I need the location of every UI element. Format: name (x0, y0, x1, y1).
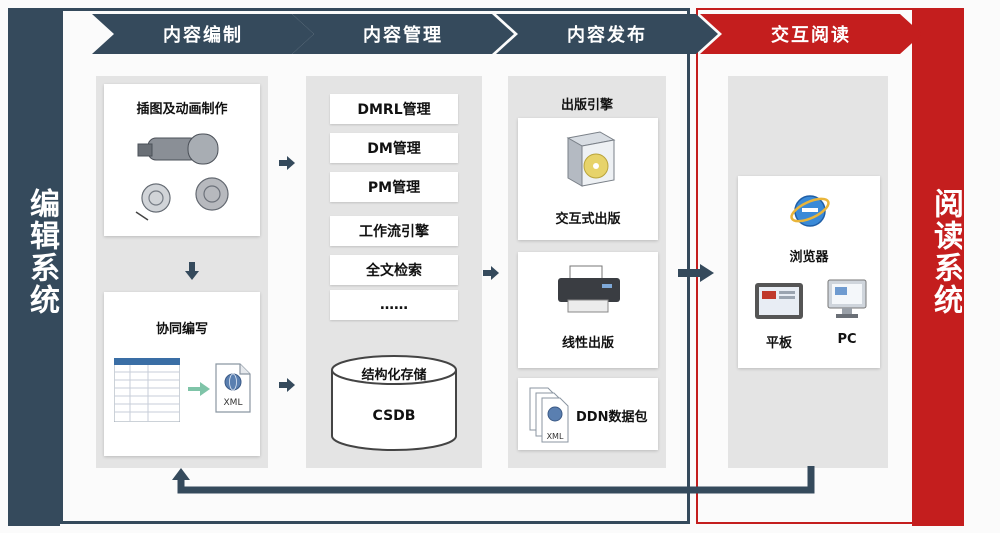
xml-files-icon (529, 387, 569, 443)
reading-frame (696, 8, 964, 524)
illustration-title: 插图及动画制作 (136, 102, 228, 117)
stage-content-publishing: 内容发布 (496, 14, 718, 54)
stage-content-authoring: 内容编制 (92, 14, 314, 54)
management-item: DMRL管理 (330, 94, 458, 124)
stage-content-management: 内容管理 (292, 14, 514, 54)
xml-file-icon (215, 363, 251, 413)
software-box-icon (566, 131, 616, 187)
browser-icon (790, 195, 830, 227)
storage-title: 结构化存储 (361, 368, 427, 383)
stage-interactive-reading: 交互阅读 (700, 14, 922, 54)
editing-system-label: 编辑系统 (24, 188, 59, 316)
csdb-cylinder (331, 355, 457, 451)
management-item: PM管理 (330, 172, 458, 202)
pc-label: PC (837, 332, 857, 347)
browser-label: 浏览器 (789, 250, 829, 265)
flow-arrow-2 (279, 378, 295, 392)
ddn-xml-label: XML (546, 432, 564, 441)
management-item: 工作流引擎 (330, 216, 458, 246)
ddn-card: XML DDN数据包 (518, 378, 658, 450)
linear-pub-label: 线性出版 (561, 336, 614, 351)
editing-frame (60, 8, 690, 524)
interactive-pub-card: 交互式出版 (518, 118, 658, 240)
down-arrow (185, 262, 199, 280)
tablet-label: 平板 (765, 336, 792, 351)
pc-icon (827, 279, 867, 318)
xml-file-label: XML (223, 398, 243, 408)
illustration-card: 插图及动画制作 (104, 84, 260, 236)
reading-system-label: 阅读系统 (928, 188, 963, 316)
editing-system-bar: 编辑系统 (8, 8, 60, 526)
storage-name: CSDB (372, 408, 416, 424)
linear-pub-card: 线性出版 (518, 252, 658, 368)
flow-arrow-3 (483, 266, 499, 280)
engine-title: 出版引擎 (560, 98, 613, 113)
ddn-label: DDN数据包 (576, 410, 648, 425)
collab-card: 协同编写 XML (104, 292, 260, 456)
feedback-loop-arrow (172, 466, 815, 494)
tablet-icon (755, 283, 803, 319)
printer-icon (558, 265, 620, 313)
collab-title: 协同编写 (155, 322, 208, 337)
management-item: 全文检索 (330, 255, 458, 285)
arrow-right-icon (188, 382, 210, 396)
engine-illustration-icon (135, 133, 229, 221)
spreadsheet-icon (114, 358, 180, 422)
flow-arrow-1 (279, 156, 295, 170)
reading-system-bar: 阅读系统 (912, 8, 964, 526)
interactive-pub-label: 交互式出版 (555, 212, 621, 227)
management-item: …… (330, 290, 458, 320)
reading-devices-card: 浏览器 平板 PC (738, 176, 880, 368)
flow-arrow-4 (678, 264, 714, 282)
management-item: DM管理 (330, 133, 458, 163)
